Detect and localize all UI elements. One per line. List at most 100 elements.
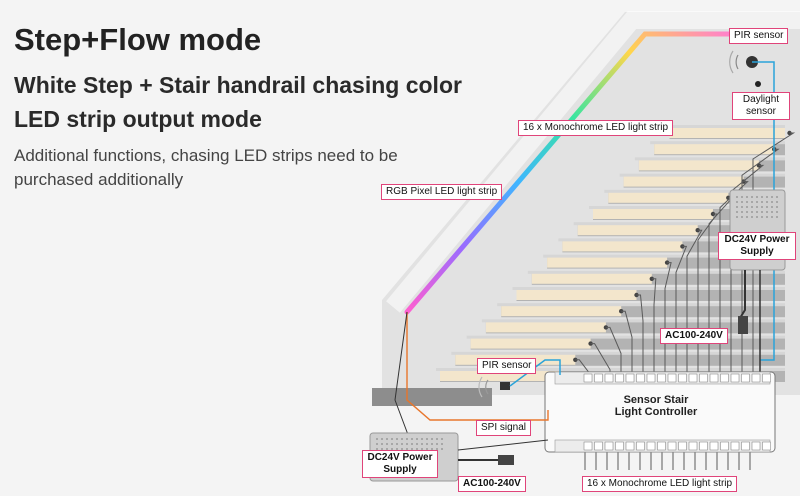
terminal-bottom: [667, 441, 677, 451]
vent-hole: [741, 216, 743, 218]
vent-hole: [761, 211, 763, 213]
label-ac-right: AC100-240V: [660, 328, 728, 344]
label-psu-left: DC24V Power Supply: [362, 450, 438, 478]
vent-hole: [771, 211, 773, 213]
vent-hole: [746, 196, 748, 198]
terminal-bottom: [636, 441, 645, 451]
vent-hole: [426, 443, 428, 445]
step-led-glow: [547, 256, 668, 268]
page-title: Step+Flow mode: [14, 22, 262, 57]
terminal-bottom: [762, 441, 771, 451]
vent-hole: [766, 216, 768, 218]
vent-hole: [396, 448, 398, 450]
vent-hole: [401, 443, 403, 445]
vent-hole: [416, 438, 418, 440]
vent-hole: [381, 448, 383, 450]
vent-hole: [776, 216, 778, 218]
vent-hole: [751, 206, 753, 208]
stair-tread: [481, 319, 785, 323]
terminal-bottom: [751, 441, 761, 451]
terminal-top: [583, 373, 593, 383]
stair-tread: [512, 287, 785, 290]
vent-hole: [746, 211, 748, 213]
vent-hole: [741, 196, 743, 198]
step-led-glow: [501, 305, 622, 317]
vent-hole: [771, 216, 773, 218]
stair-tread: [451, 351, 785, 355]
stair-tread: [604, 189, 785, 193]
vent-hole: [736, 216, 738, 218]
vent-hole: [441, 443, 443, 445]
terminal-bottom: [699, 441, 708, 451]
stair-tread: [573, 222, 785, 226]
vent-hole: [391, 443, 393, 445]
step-led-glow: [485, 321, 606, 333]
vent-hole: [751, 211, 753, 213]
vent-hole: [401, 448, 403, 450]
label-psu-right: DC24V Power Supply: [718, 232, 796, 260]
vent-hole: [396, 443, 398, 445]
terminal-top: [646, 373, 656, 383]
vent-hole: [771, 196, 773, 198]
stair-tread: [665, 125, 785, 128]
vent-hole: [376, 443, 378, 445]
vent-hole: [736, 201, 738, 203]
step-led-glow: [440, 370, 560, 381]
label-spi-signal: SPI signal: [476, 420, 532, 436]
terminal-top: [720, 373, 729, 383]
vent-hole: [426, 438, 428, 440]
step-wire: [605, 326, 622, 372]
terminal-bottom: [720, 441, 729, 451]
terminal-top: [657, 373, 666, 383]
label-mono-strip-top: 16 x Monochrome LED light strip: [518, 120, 674, 136]
vent-hole: [426, 448, 428, 450]
vent-hole: [761, 196, 763, 198]
stair-tread: [543, 254, 785, 258]
terminal-top: [678, 373, 687, 383]
step-led-glow: [608, 191, 729, 203]
rgb-pixel-strip: [404, 31, 743, 315]
vent-hole: [771, 206, 773, 208]
step-led-glow: [516, 289, 637, 300]
vent-hole: [756, 211, 758, 213]
vent-hole: [376, 438, 378, 440]
terminal-bottom: [741, 441, 750, 451]
step-wire: [697, 213, 718, 372]
vent-hole: [751, 196, 753, 198]
vent-hole: [756, 216, 758, 218]
stair-base: [372, 388, 492, 406]
terminal-top: [667, 373, 677, 383]
handrail-glow: [386, 11, 800, 313]
step-wire: [686, 229, 703, 372]
vent-hole: [406, 443, 408, 445]
vent-hole: [741, 211, 743, 213]
stair-tread: [619, 173, 785, 177]
step-wire: [621, 310, 633, 372]
step-led-glow: [638, 159, 759, 171]
vent-hole: [436, 438, 438, 440]
vent-hole: [391, 438, 393, 440]
terminal-top: [709, 373, 719, 383]
vent-hole: [431, 443, 433, 445]
vent-hole: [386, 438, 388, 440]
vent-hole: [766, 206, 768, 208]
label-pir-sensor-top: PIR sensor: [729, 28, 789, 44]
vent-hole: [421, 438, 423, 440]
vent-hole: [766, 196, 768, 198]
vent-hole: [761, 201, 763, 203]
spi-signal-wire: [406, 312, 549, 421]
page-description: Additional functions, chasing LED strips…: [14, 146, 398, 189]
terminal-top: [741, 373, 750, 383]
step-led-glow: [593, 208, 713, 219]
step-wire: [730, 164, 765, 372]
stair-tread: [634, 157, 785, 161]
terminal-bottom: [646, 441, 656, 451]
page-subtitle: White Step + Stair handrail chasing colo…: [14, 72, 462, 132]
label-pir-sensor-bottom: PIR sensor: [477, 358, 537, 374]
terminal-bottom: [688, 441, 698, 451]
vent-hole: [766, 211, 768, 213]
terminal-bottom: [625, 441, 635, 451]
vent-hole: [386, 443, 388, 445]
vent-hole: [746, 201, 748, 203]
